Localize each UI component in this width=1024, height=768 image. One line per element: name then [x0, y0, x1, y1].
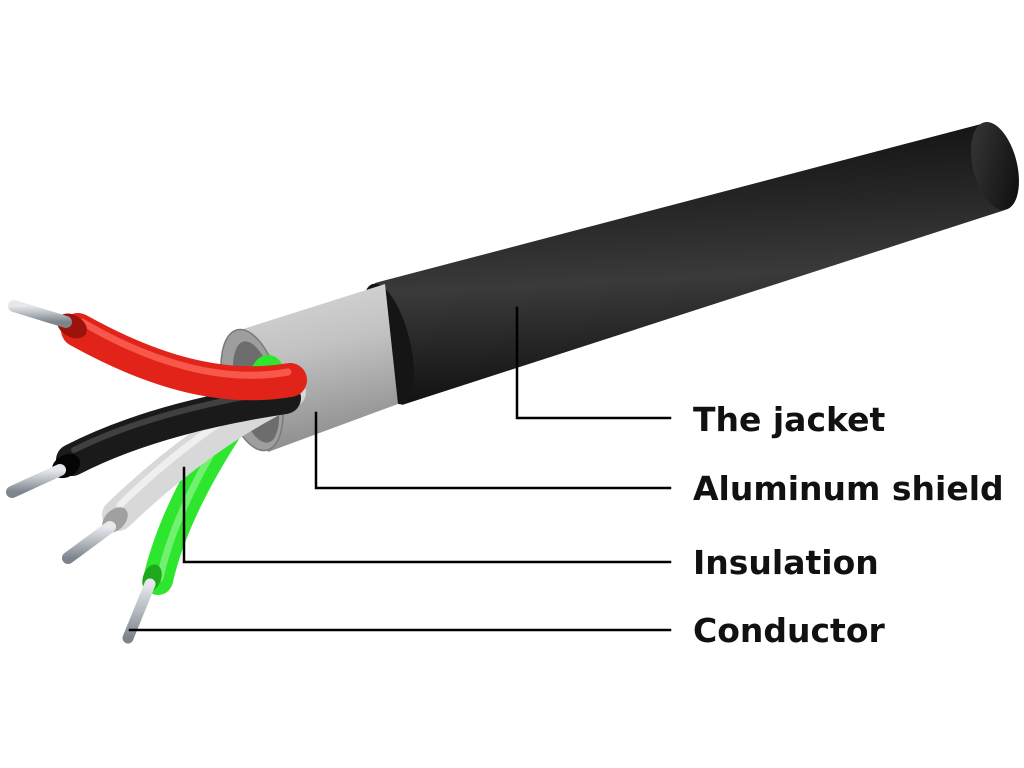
red-insulation	[61, 313, 307, 401]
red-conductor	[8, 300, 72, 328]
white-conductor	[62, 521, 116, 564]
label-aluminum-shield: Aluminum shield	[693, 469, 1004, 508]
labels: The jacket Aluminum shield Insulation Co…	[693, 400, 1004, 650]
leader-insulation	[182, 466, 672, 564]
label-insulation: Insulation	[693, 543, 879, 582]
black-insulation	[56, 382, 301, 476]
jacket-far-end	[971, 122, 1019, 210]
black-conductor	[6, 464, 66, 498]
jacket-body	[375, 123, 1005, 405]
wire-red	[8, 300, 307, 401]
cable-jacket	[361, 122, 1019, 405]
leader-shield	[314, 411, 672, 490]
label-conductor: Conductor	[693, 611, 886, 650]
leader-jacket	[515, 306, 672, 420]
leader-lines	[128, 306, 672, 632]
label-jacket: The jacket	[693, 400, 885, 439]
